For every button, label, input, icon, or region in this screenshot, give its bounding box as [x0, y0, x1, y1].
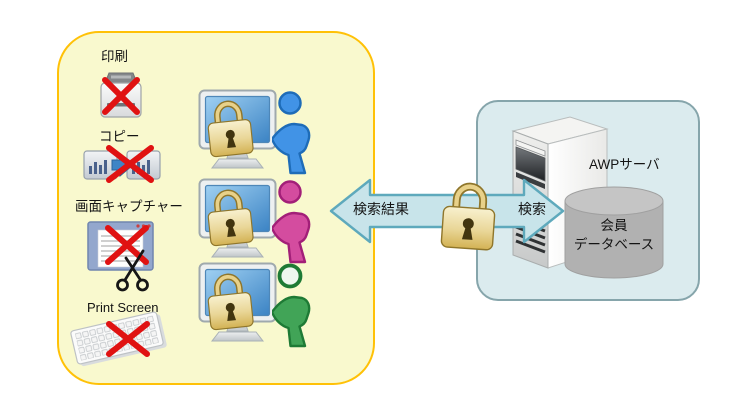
database-label-line1: 会員	[600, 218, 628, 233]
query-arrow-label: 検索	[518, 201, 546, 217]
print-screen-label: Print Screen	[87, 300, 159, 315]
screen-capture-label: 画面キャプチャー	[75, 199, 183, 214]
scissors-icon	[116, 249, 149, 292]
prohibit-x-icon	[106, 321, 150, 357]
print-label: 印刷	[101, 49, 128, 64]
database-label-line2: データベース	[573, 237, 655, 252]
locked-computer-user-pink	[198, 178, 311, 264]
result-arrow-label: 検索結果	[353, 201, 409, 217]
database-label: 会員 データベース	[563, 216, 665, 254]
locked-computer-user-blue	[198, 89, 311, 175]
prohibit-x-icon	[102, 77, 140, 115]
data-lock-icon	[437, 176, 501, 252]
database-icon	[564, 186, 664, 279]
copy-documents-icon	[83, 150, 161, 180]
prohibit-x-icon	[106, 145, 154, 183]
server-label: AWPサーバ	[589, 157, 660, 172]
locked-computer-user-green	[198, 262, 311, 348]
copy-label: コピー	[99, 129, 140, 144]
